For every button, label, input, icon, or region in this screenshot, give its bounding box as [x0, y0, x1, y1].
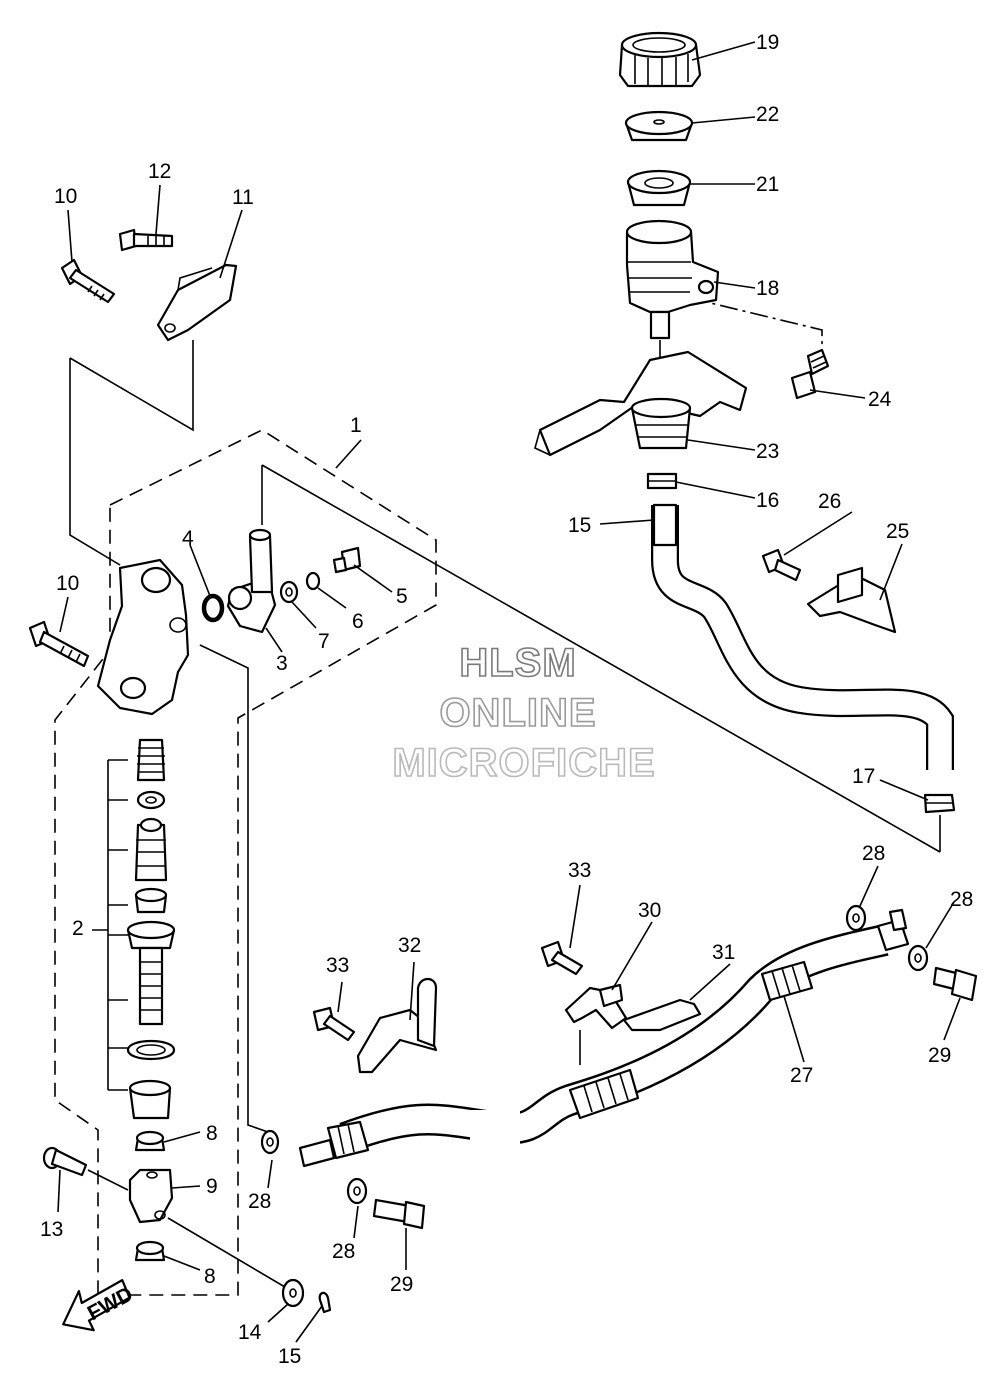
reservoir-bolt [790, 348, 830, 400]
callout-23: 23 [756, 440, 779, 463]
hose-guide-32 [356, 977, 438, 1074]
brake-hose [298, 908, 910, 1168]
callout-33-left: 33 [326, 954, 349, 977]
callout-15: 15 [278, 1345, 301, 1368]
callout-26: 26 [818, 490, 841, 513]
washer-14 [281, 1278, 305, 1308]
callout-3: 3 [276, 652, 288, 675]
callout-13: 13 [40, 1218, 63, 1241]
reservoir-hose-joint [630, 397, 692, 450]
hose-clip-upper [646, 472, 678, 490]
watermark-line-3: MICROFICHE [392, 741, 655, 785]
push-rod-with-boot [126, 920, 176, 1026]
callout-19: 18 [756, 277, 779, 300]
bolt-33-right [540, 940, 584, 976]
callout-29-lower: 29 [390, 1273, 413, 1296]
bolt-12 [118, 228, 174, 252]
callout-31: 31 [712, 941, 735, 964]
screw-5 [332, 546, 362, 574]
callout-4: 4 [182, 527, 194, 550]
callout-5: 5 [396, 585, 408, 608]
clevis-pin-13 [42, 1146, 88, 1177]
internal-parts-bracket [92, 759, 128, 1091]
watermark-line-2: ONLINE [439, 691, 596, 735]
callout-numbers: 19 22 21 18 24 23 16 15 26 25 17 1 4 5 6… [40, 31, 973, 1368]
hose-joint-3 [226, 528, 277, 634]
callout-2: 2 [72, 917, 84, 940]
callout-10-lower: 10 [56, 572, 79, 595]
callout-28-d: 28 [950, 888, 973, 911]
callout-29-upper: 29 [928, 1044, 951, 1067]
pin-lines [87, 1169, 291, 1291]
callout-6: 6 [352, 610, 364, 633]
callout-14: 14 [238, 1321, 262, 1344]
cotter-pin-15 [318, 1291, 332, 1314]
callout-22: 22 [756, 103, 779, 126]
hose-guide-31 [622, 998, 702, 1032]
washer-7 [279, 580, 299, 604]
callout-20: 19 [756, 31, 779, 54]
washer-28-c [845, 904, 867, 932]
piston-upper [134, 817, 168, 882]
reservoir-cap [618, 31, 702, 88]
watermark-line-1: HLSM [459, 641, 576, 685]
reservoir-bracket [534, 350, 748, 457]
reservoir-tank [625, 219, 720, 340]
callout-16: 15 [568, 514, 591, 537]
hose-holder-30 [564, 983, 628, 1030]
assembly-1-dashed-outline [54, 429, 437, 1296]
callout-7: 7 [318, 630, 330, 653]
callout-25: 25 [886, 520, 909, 543]
callout-21: 21 [756, 173, 779, 196]
callout-28-b: 28 [332, 1240, 355, 1263]
callout-33-right: 33 [568, 859, 591, 882]
union-bolt-29-lower [372, 1198, 426, 1230]
callout-10-upper: 10 [54, 185, 77, 208]
callout-28-c: 28 [862, 842, 885, 865]
spring-seat [136, 790, 166, 810]
circlip-6 [305, 571, 321, 591]
boot-bushing [128, 1079, 172, 1120]
reservoir-diaphragm-plate [624, 110, 694, 142]
washer-28-b [346, 1177, 368, 1205]
washer-28-a [260, 1129, 280, 1155]
watermark: HLSM ONLINE MICROFICHE [392, 640, 656, 786]
bolt-33-left [312, 1006, 356, 1042]
union-bolt-29-upper [932, 966, 978, 1002]
cup-seal [134, 887, 168, 914]
bolt-10-upper [60, 258, 116, 304]
callout-1: 1 [350, 414, 362, 437]
callout-8-upper: 8 [206, 1122, 218, 1145]
callout-30: 30 [638, 899, 661, 922]
hose-clip-lower [923, 793, 956, 814]
bolt-10-lower [28, 620, 90, 668]
master-cylinder-body [96, 558, 190, 716]
callout-32: 32 [398, 934, 421, 957]
o-ring [201, 593, 225, 623]
callout-8-lower: 8 [204, 1265, 216, 1288]
nut-8-upper [134, 1130, 166, 1152]
callout-27: 27 [790, 1064, 813, 1087]
snap-ring [126, 1040, 176, 1060]
callout-18: 17 [852, 765, 875, 788]
spring [136, 738, 166, 782]
bracket-11 [156, 263, 238, 342]
callout-11: 11 [232, 186, 254, 209]
reference-lines [69, 297, 941, 1133]
leader-lines [57, 41, 961, 1343]
hose-guide-bolt [761, 548, 802, 582]
callout-12: 12 [148, 160, 171, 183]
callout-9: 9 [206, 1175, 218, 1198]
callout-24: 24 [868, 388, 892, 411]
callout-28-a: 28 [248, 1190, 271, 1213]
callout-17: 16 [756, 489, 779, 512]
reservoir-diaphragm [626, 169, 692, 207]
hose-guide [806, 566, 897, 634]
washer-28-d [907, 944, 929, 972]
reservoir-hose [651, 503, 954, 770]
nut-8-lower [134, 1240, 166, 1262]
clevis-9 [128, 1168, 174, 1224]
